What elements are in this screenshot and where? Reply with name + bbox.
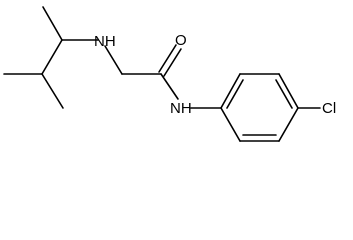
bond-methyl-top	[42, 6, 63, 41]
bonds	[3, 6, 321, 142]
ring-bond-4	[278, 107, 299, 142]
bond-ch-to-ch	[41, 39, 63, 75]
ring-bond-1	[220, 73, 241, 109]
ring-inner-2	[275, 79, 293, 109]
bond-co-double-b	[163, 48, 182, 77]
structure-diagram: NH O NH Cl	[3, 6, 336, 142]
atom-label-amine-nh: NH	[94, 33, 116, 50]
ring-bond-3	[278, 73, 299, 109]
atom-label-amide-nh: NH	[170, 100, 192, 117]
bond-co-to-nh	[160, 73, 179, 100]
ring-bond-6	[220, 107, 241, 142]
atom-labels: NH O NH Cl	[94, 32, 336, 117]
ring-inner-1	[226, 79, 244, 109]
atom-label-chlorine: Cl	[322, 100, 336, 117]
bond-nh-to-ch2	[104, 45, 123, 75]
bond-methyl-down	[41, 73, 64, 109]
molecule-drawing: NH O NH Cl	[3, 6, 336, 142]
bond-co-double-a	[158, 44, 177, 73]
atom-label-carbonyl-o: O	[175, 32, 187, 49]
